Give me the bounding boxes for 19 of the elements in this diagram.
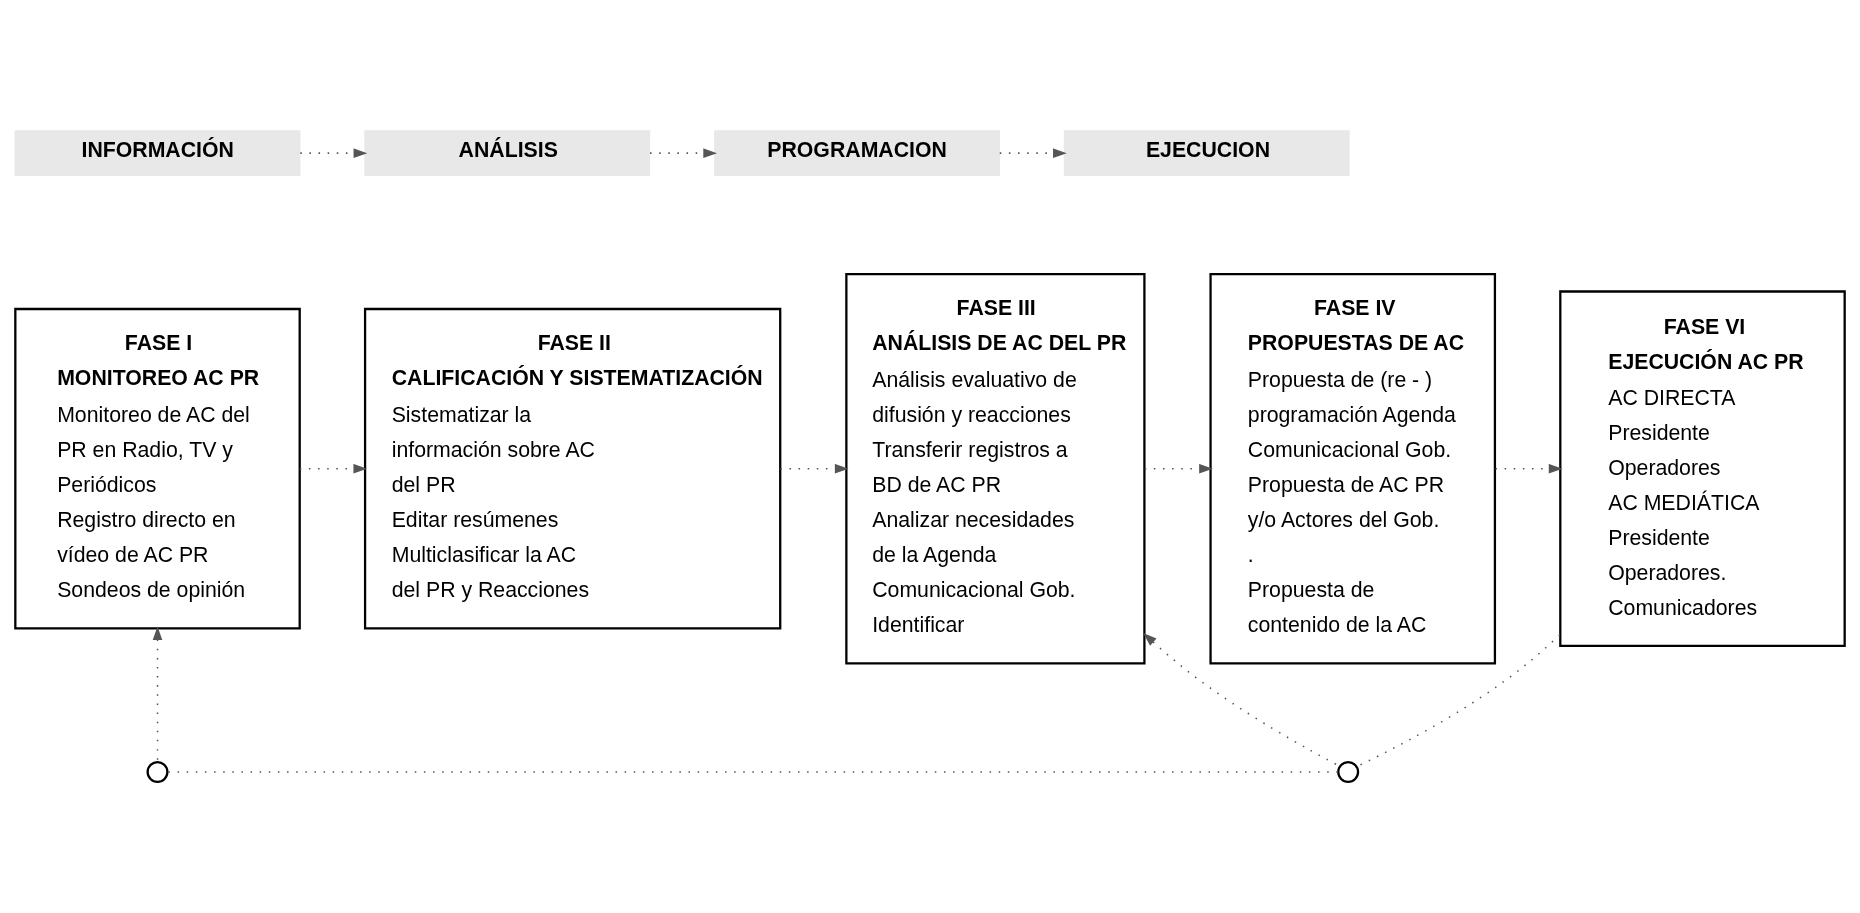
arrow	[152, 626, 163, 763]
node-box: FASE IV PROPUESTAS DE AC Propuesta de (re - ) programación Agenda Comunicacional Gob. Propuesta de AC PR y/o Actores del Gob. . Propuesta de contenido de la AC	[1209, 272, 1497, 665]
node-box: FASE III ANÁLISIS DE AC DEL PR Análisis evaluativo de difusión y reacciones Transferir registros a BD de AC PR Analizar necesidades de la Agenda Comunicacional Gob. Identificar	[845, 272, 1146, 665]
node-circle	[1337, 761, 1360, 784]
node-box: PROGRAMACION	[714, 130, 1000, 176]
node-box: ANÁLISIS	[364, 130, 651, 176]
node-box: FASE VI EJECUCIÓN AC PR AC DIRECTA Presidente Operadores AC MEDIÁTICA Presidente Operadores. Comunicadores	[1559, 290, 1846, 647]
arrow	[1144, 463, 1213, 474]
node-box: EJECUCION	[1063, 130, 1350, 176]
arrow	[649, 148, 717, 158]
arrow	[299, 463, 368, 474]
node-box: FASE I MONITOREO AC PR Monitoreo de AC del PR en Radio, TV y Periódicos Registro directo en vídeo de AC PR Sondeos de opinión	[14, 307, 301, 630]
node-circle	[146, 761, 169, 784]
arrow	[299, 148, 368, 158]
arrow	[1494, 463, 1563, 474]
arrow	[779, 463, 849, 474]
node-box: FASE II CALIFICACIÓN Y SISTEMATIZACIÓN Sistematizar la información sobre AC del PR Editar resúmenes Multiclasificar la AC del PR y Reacciones	[363, 307, 782, 630]
arrow	[999, 148, 1067, 158]
node-box: INFORMACIÓN	[14, 130, 301, 176]
